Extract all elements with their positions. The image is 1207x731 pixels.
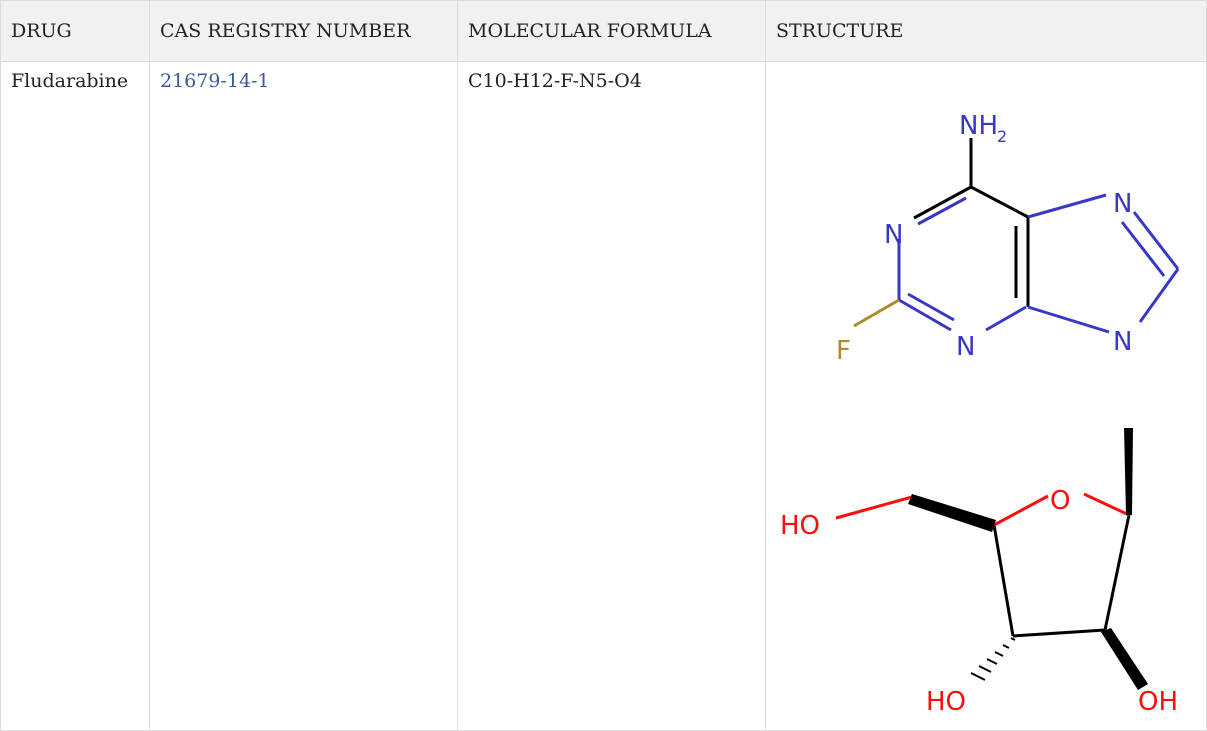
bond-c1-c2 bbox=[1103, 514, 1131, 631]
bond-c6-n1-inner bbox=[917, 196, 967, 226]
molecular-formula: C10-H12-F-N5-O4 bbox=[468, 70, 642, 92]
table-header-row: DRUG CAS REGISTRY NUMBER MOLECULAR FORMU… bbox=[0, 0, 1207, 62]
nh2-label: NH bbox=[959, 111, 998, 141]
bond-c2-f bbox=[853, 298, 900, 328]
fludarabine-structure-diagram: NH 2 N N N N F HO O HO OH bbox=[780, 111, 1180, 717]
bond-c5-n7 bbox=[1027, 193, 1107, 219]
hash-c3-ho bbox=[970, 637, 1016, 681]
header-drug: DRUG bbox=[0, 0, 150, 62]
bond-c8-n9 bbox=[1138, 268, 1180, 323]
header-structure: STRUCTURE bbox=[765, 0, 1207, 62]
f-label: F bbox=[836, 336, 851, 366]
bond-o-c1 bbox=[1083, 492, 1130, 517]
header-molecular-formula: MOLECULAR FORMULA bbox=[457, 0, 766, 62]
wedge-n9-c1 bbox=[1124, 428, 1133, 515]
bond-c4-o bbox=[993, 494, 1049, 527]
bond-c3-c4 bbox=[992, 524, 1015, 637]
bond-n9-c4 bbox=[1027, 305, 1110, 334]
n3-label: N bbox=[956, 332, 975, 362]
ring-oxygen-label: O bbox=[1050, 486, 1070, 516]
n9-label: N bbox=[1113, 327, 1132, 357]
bond-c5-c6 bbox=[970, 185, 1029, 219]
n7-label: N bbox=[1113, 189, 1132, 219]
bond-c5-ho bbox=[835, 495, 913, 520]
bonds bbox=[835, 138, 1180, 638]
bond-c2-n3 bbox=[898, 298, 952, 332]
drug-name-cell: Fludarabine bbox=[0, 61, 150, 731]
table-row: Fludarabine 21679-14-1 C10-H12-F-N5-O4 bbox=[0, 61, 1207, 731]
ho-3-label: HO bbox=[926, 687, 966, 717]
header-cas-registry-number: CAS REGISTRY NUMBER bbox=[149, 0, 458, 62]
bond-n3-c4 bbox=[985, 305, 1027, 332]
wedge-c2-oh bbox=[1101, 628, 1148, 690]
cas-number-link[interactable]: 21679-14-1 bbox=[160, 70, 270, 92]
bond-n7-c8 bbox=[1132, 211, 1180, 270]
wedge-c4-c5 bbox=[908, 494, 996, 532]
structure-cell: NH 2 N N N N F HO O HO OH bbox=[765, 61, 1207, 731]
nh2-subscript: 2 bbox=[997, 127, 1007, 146]
molecular-formula-cell: C10-H12-F-N5-O4 bbox=[457, 61, 766, 731]
ho-5-label: HO bbox=[780, 511, 820, 541]
bond-n7-c8-inner bbox=[1120, 221, 1166, 277]
bond-c2-n3-inner bbox=[907, 292, 955, 322]
bond-c6-n1 bbox=[913, 185, 972, 220]
oh-2-label: OH bbox=[1138, 687, 1178, 717]
bond-c2-c3 bbox=[1012, 628, 1106, 638]
drug-name: Fludarabine bbox=[11, 70, 129, 92]
cas-number-cell: 21679-14-1 bbox=[149, 61, 458, 731]
n1-label: N bbox=[884, 220, 903, 250]
